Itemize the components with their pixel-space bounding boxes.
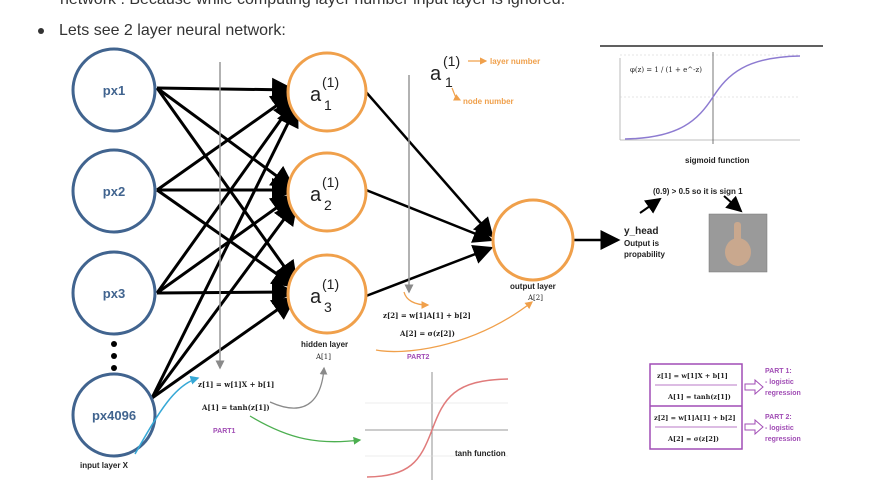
tanh-caption: tanh function	[455, 449, 506, 458]
svg-text:PART 2:: PART 2:	[765, 414, 792, 421]
svg-text:node number: node number	[463, 97, 514, 106]
svg-text:z[2] = w[1]A[1] + b[2]: z[2] = w[1]A[1] + b[2]	[383, 311, 471, 320]
hidden-node-sub: 2	[324, 197, 332, 213]
svg-text:z[2] = w[1]A[1] + b[2]: z[2] = w[1]A[1] + b[2]	[654, 414, 736, 422]
hidden-node-base: a	[310, 286, 322, 308]
svg-text:A[1] = tanh(z[1]): A[1] = tanh(z[1])	[201, 403, 270, 412]
tanh-plot: tanh function	[365, 372, 509, 480]
hidden-layer-label: hidden layer	[301, 340, 348, 349]
bullet-text: Lets see 2 layer neural network:	[59, 22, 286, 39]
hidden-node-base: a	[310, 84, 322, 106]
svg-text:- logistic: - logistic	[765, 425, 794, 432]
input-node-label: px3	[103, 286, 125, 301]
bullet-dot	[38, 28, 44, 34]
hidden-nodes: a (1) 1 a (1) 2 a (1) 3	[286, 51, 368, 335]
input-node-label: px2	[103, 184, 125, 199]
svg-text:layer number: layer number	[490, 57, 540, 66]
hidden-activation: A[1]	[315, 353, 331, 361]
svg-text:1: 1	[445, 74, 453, 90]
output-is-label: Output is	[624, 239, 660, 248]
probability-label: propability	[624, 250, 665, 259]
hidden-node-base: a	[310, 184, 322, 206]
svg-text:PART 1:: PART 1:	[765, 368, 792, 375]
svg-text:z[1] = w[1]X + b[1]: z[1] = w[1]X + b[1]	[657, 372, 728, 380]
hidden-node-sup: (1)	[322, 74, 339, 90]
hidden-node-sup: (1)	[322, 276, 339, 292]
svg-text:φ(z) = 1 / (1 + e^-z): φ(z) = 1 / (1 + e^-z)	[630, 66, 702, 74]
svg-text:A[2] = σ(z[2]): A[2] = σ(z[2])	[667, 435, 719, 443]
output-layer-label: output layer	[510, 282, 556, 291]
svg-text:a: a	[430, 63, 442, 85]
svg-text:z[1] = w[1]X + b[1]: z[1] = w[1]X + b[1]	[198, 380, 274, 389]
hand-sign-image	[708, 213, 768, 273]
output-activation: A[2]	[527, 294, 543, 302]
svg-text:A[1] = tanh(z[1]): A[1] = tanh(z[1])	[667, 393, 731, 401]
hidden-node-sup: (1)	[322, 174, 339, 190]
ellipsis-dot	[111, 365, 117, 371]
hidden-node-sub: 1	[324, 97, 332, 113]
input-node-label: px1	[103, 83, 125, 98]
top-cut-text: network . Because while computing layer …	[60, 0, 565, 9]
sigmoid-plot: φ(z) = 1 / (1 + e^-z) sigmoid function	[600, 45, 823, 165]
part2-label: PART2	[407, 354, 430, 361]
sign-note: (0.9) > 0.5 so it is sign 1	[653, 187, 743, 196]
ellipsis-dot	[111, 341, 117, 347]
input-nodes: px1 px2 px3 px4096	[71, 47, 157, 458]
ellipsis-dot	[111, 353, 117, 359]
summary-box: z[1] = w[1]X + b[1] A[1] = tanh(z[1]) z[…	[649, 363, 801, 450]
sigmoid-caption: sigmoid function	[685, 156, 750, 165]
part2-equations: z[2] = w[1]A[1] + b[2] A[2] = σ(z[2]) PA…	[375, 291, 534, 361]
svg-text:regression: regression	[765, 390, 801, 397]
hidden-node-sub: 3	[324, 299, 332, 315]
svg-text:regression: regression	[765, 436, 801, 443]
input-node-label: px4096	[92, 408, 136, 423]
part1-equations: z[1] = w[1]X + b[1] A[1] = tanh(z[1]) PA…	[134, 366, 362, 455]
svg-text:A[2] = σ(z[2]): A[2] = σ(z[2])	[399, 329, 455, 338]
svg-text:- logistic: - logistic	[765, 379, 794, 386]
y-head-label: y_head	[624, 226, 658, 237]
hidden-output-connections	[365, 91, 621, 298]
part1-label: PART1	[213, 428, 236, 435]
output-node	[491, 198, 575, 282]
input-hidden-connections	[150, 77, 299, 400]
svg-text:(1): (1)	[443, 53, 460, 69]
node-legend: a (1) 1 layer number node number	[430, 53, 540, 106]
input-layer-label: input layer X	[80, 461, 129, 470]
